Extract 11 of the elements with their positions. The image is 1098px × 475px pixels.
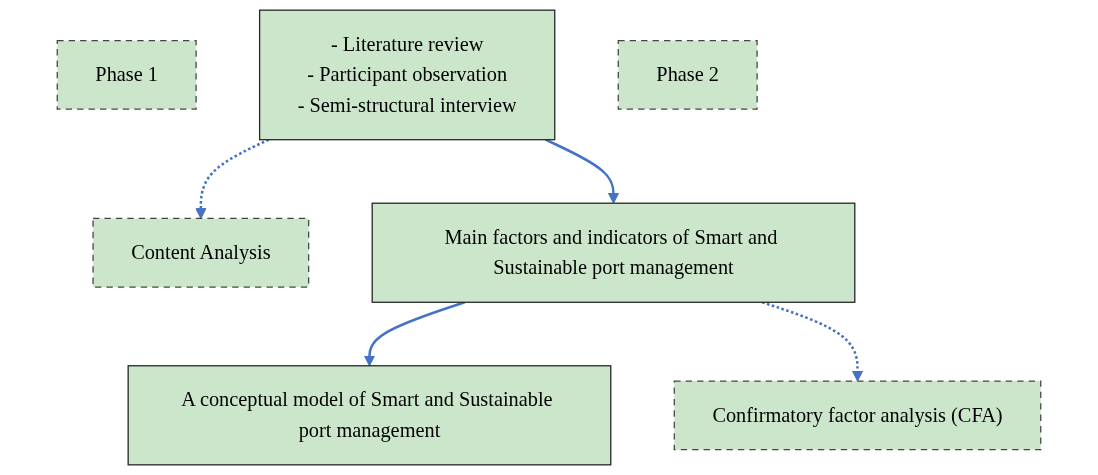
arrow [761, 301, 864, 382]
node-box: A conceptual model of Smart and Sustainable port management [127, 365, 612, 466]
arrow [545, 138, 620, 204]
node-box: - Literature review - Participant observation - Semi-structural interview [258, 9, 556, 141]
node-box: Confirmatory factor analysis (CFA) [673, 380, 1042, 451]
node-box: Phase 2 [617, 40, 758, 110]
node-box: Content Analysis [92, 217, 310, 288]
arrow [363, 301, 466, 367]
arrow [195, 138, 270, 219]
node-box: Phase 1 [56, 40, 197, 110]
node-box: Main factors and indicators of Smart and Sustainable port management [371, 202, 856, 303]
